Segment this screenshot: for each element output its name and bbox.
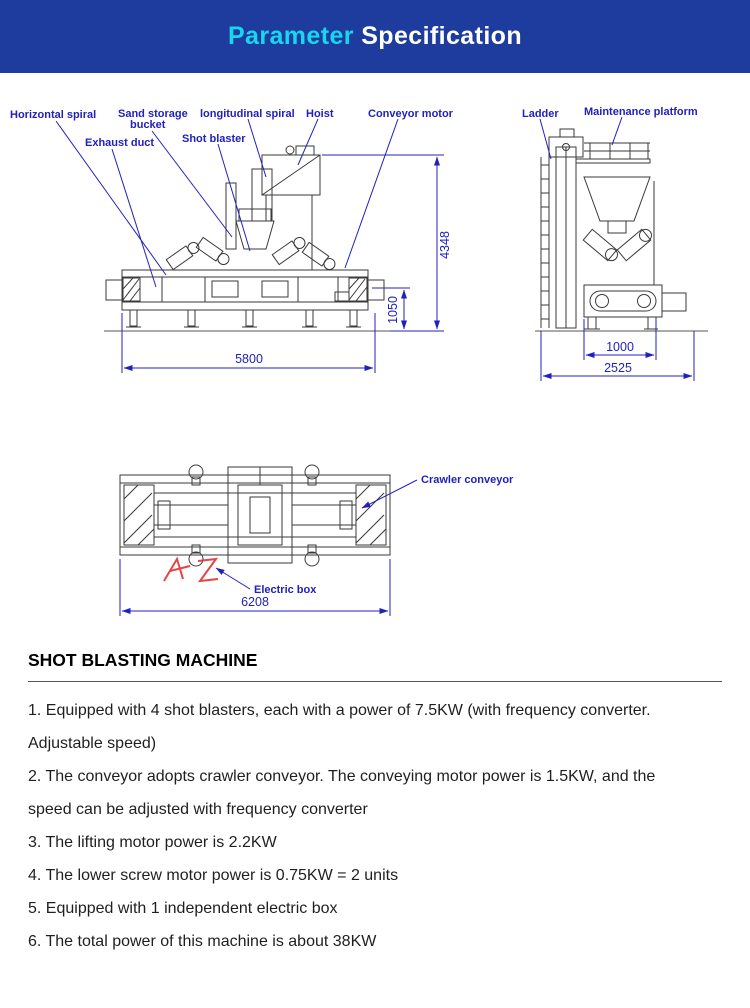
- leader-shot-blaster: [217, 143, 251, 252]
- spec-item: 2. The conveyor adopts crawler conveyor.…: [28, 768, 656, 818]
- leader-ladder: [539, 118, 552, 160]
- leader-exhaust-duct: [111, 148, 157, 288]
- red-watermark: [163, 556, 219, 583]
- front-view-drawing: [104, 145, 390, 332]
- dim-overall-height: 4348: [438, 231, 452, 259]
- label-maintenance-platform: Maintenance platform: [584, 106, 698, 118]
- label-hoist: Hoist: [306, 108, 334, 120]
- page-title-rest: Specification: [353, 22, 523, 50]
- label-conveyor-motor: Conveyor motor: [368, 108, 454, 120]
- page-title: Parameter Specification: [228, 22, 522, 51]
- dim-overall-length-top: 6208: [241, 595, 269, 609]
- leader-crawler-conveyor: [361, 479, 418, 509]
- side-view-drawing: [535, 128, 708, 332]
- label-sand-storage-line1: Sand storage: [118, 108, 188, 120]
- dim-overall-length-front: 5800: [235, 352, 263, 366]
- spec-section: SHOT BLASTING MACHINE 1. Equipped with 4…: [0, 648, 750, 958]
- leader-hoist: [297, 118, 319, 166]
- label-crawler-conveyor: Crawler conveyor: [421, 474, 514, 486]
- label-sand-storage-line2: bucket: [130, 119, 166, 131]
- page-header: Parameter Specification: [0, 0, 750, 73]
- top-view-drawing: [119, 464, 391, 567]
- leader-electric-box: [215, 567, 251, 590]
- spec-item: 3. The lifting motor power is 2.2KW: [28, 834, 277, 851]
- leader-longitudinal-spiral: [247, 118, 267, 178]
- leader-conveyor-motor: [344, 118, 399, 269]
- dim-overall-width: 2525: [604, 361, 632, 375]
- leader-horizontal-spiral: [55, 120, 167, 276]
- spec-heading: SHOT BLASTING MACHINE: [28, 650, 258, 670]
- label-exhaust-duct: Exhaust duct: [85, 137, 154, 149]
- front-view-annotations: [55, 118, 444, 373]
- leader-sand-storage: [151, 130, 233, 238]
- spec-item: 4. The lower screw motor power is 0.75KW…: [28, 867, 399, 884]
- heading-divider: [28, 681, 722, 682]
- label-horizontal-spiral: Horizontal spiral: [10, 109, 96, 121]
- technical-drawing: Horizontal spiral Exhaust duct Sand stor…: [10, 106, 708, 616]
- top-view-annotations: [119, 479, 418, 616]
- page-title-accent: Parameter: [227, 22, 354, 50]
- spec-item: 5. Equipped with 1 independent electric …: [28, 900, 338, 917]
- spec-item: 6. The total power of this machine is ab…: [28, 933, 377, 950]
- dim-belt-width: 1000: [606, 340, 634, 354]
- label-shot-blaster: Shot blaster: [182, 133, 246, 145]
- label-longitudinal-spiral: longitudinal spiral: [200, 108, 295, 120]
- leader-maintenance-platform: [611, 116, 623, 146]
- side-view-annotations: [539, 116, 695, 381]
- dim-conveyor-height: 1050: [386, 296, 400, 324]
- spec-item: 1. Equipped with 4 shot blasters, each w…: [28, 702, 651, 752]
- label-electric-box: Electric box: [254, 584, 317, 596]
- label-ladder: Ladder: [522, 108, 559, 120]
